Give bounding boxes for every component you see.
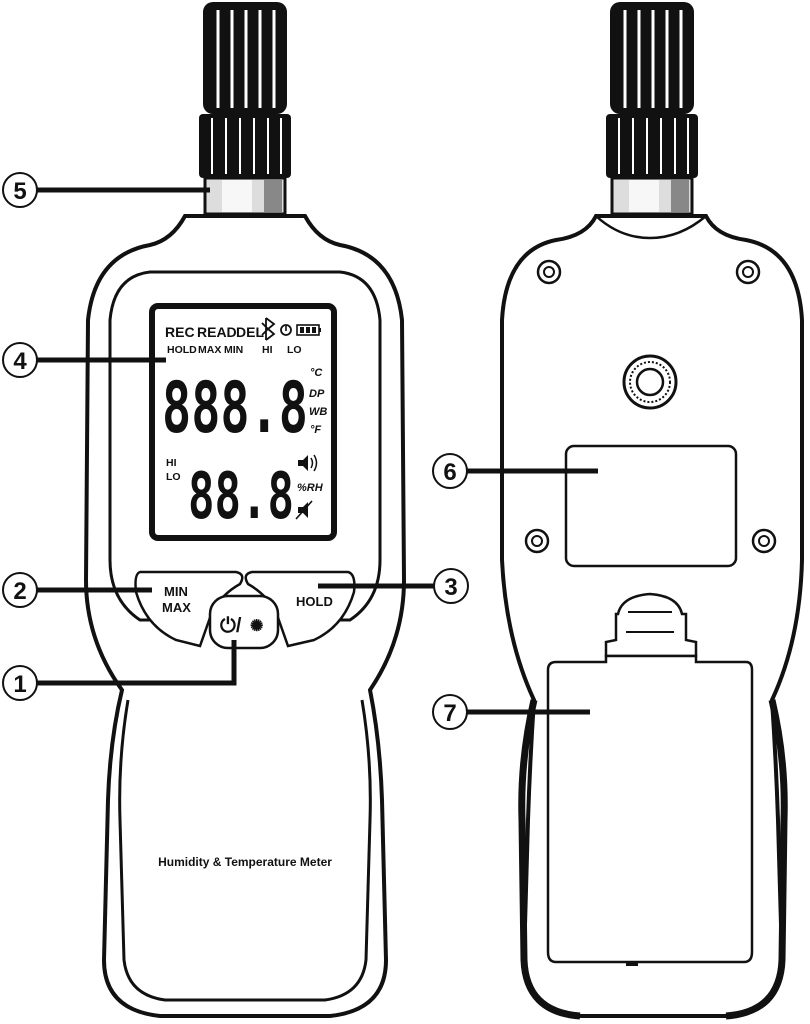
lcd-hold: HOLD [167,344,197,356]
lcd-lo: LO [287,344,302,356]
callout-6: 6 [432,453,598,489]
back-grip-right [725,699,788,1020]
back-sensor-probe [606,2,698,216]
screw-mid-left [524,528,550,554]
callout-4-number: 4 [13,348,27,375]
callout-3: 3 [318,568,469,604]
lcd-hi: HI [262,344,273,356]
callout-4: 4 [2,342,166,378]
lcd-sub-reading: 88.8 [188,460,294,534]
callout-5: 5 [2,172,210,208]
callout-2-number: 2 [13,578,26,605]
front-view: REC READ DEL HOLD MAX MIN HI LO [83,2,407,1018]
lcd-display: REC READ DEL HOLD MAX MIN HI LO [149,303,337,541]
callout-1-number: 1 [13,671,26,698]
lcd-read: READ [197,324,237,340]
callout-5-number: 5 [13,178,26,205]
hold-button[interactable]: HOLD [244,570,356,648]
power-icon: ⏻/ [220,615,242,637]
lcd-side-lo: LO [166,471,181,483]
speaker-icon [298,454,318,472]
callout-6-number: 6 [443,459,456,486]
callout-2: 2 [2,572,152,608]
power-light-button[interactable]: ⏻/ ✺ [208,594,280,650]
front-grip-line [118,699,372,1002]
unit-rh: %RH [297,482,324,494]
callouts: 5 4 2 1 3 6 7 [2,172,598,730]
lcd-side-hi: HI [166,457,177,469]
hold-label: HOLD [296,594,333,609]
label-area [564,444,738,568]
battery-door [546,592,754,966]
unit-fahrenheit: °F [310,424,321,436]
back-grip-left [518,699,581,1020]
screw-top-right [735,259,761,285]
unit-wb: WB [309,406,327,418]
mute-icon [295,500,313,520]
unit-dp: DP [309,388,325,400]
min-label: MIN [164,584,188,599]
bluetooth-icon [261,317,276,341]
callout-7-number: 7 [443,700,456,727]
auto-off-icon [280,324,292,336]
callout-3-number: 3 [444,574,457,601]
front-sensor-probe [199,2,291,216]
callout-7: 7 [432,694,590,730]
max-label: MAX [162,600,191,615]
product-name: Humidity & Temperature Meter [158,855,332,869]
backlight-icon: ✺ [250,618,263,635]
lcd-max: MAX [198,344,221,356]
lcd-rec: REC [165,324,195,340]
lcd-main-reading: 888.8 [162,367,308,449]
min-max-button[interactable]: MIN MAX [134,570,244,648]
tripod-mount [622,354,678,410]
lcd-min: MIN [224,344,243,356]
battery-icon [296,324,321,336]
callout-1: 1 [2,640,237,701]
back-view [500,2,804,1020]
screw-mid-right [751,528,777,554]
lcd-del: DEL [236,324,264,340]
unit-celsius: °C [310,367,323,379]
screw-top-left [536,259,562,285]
